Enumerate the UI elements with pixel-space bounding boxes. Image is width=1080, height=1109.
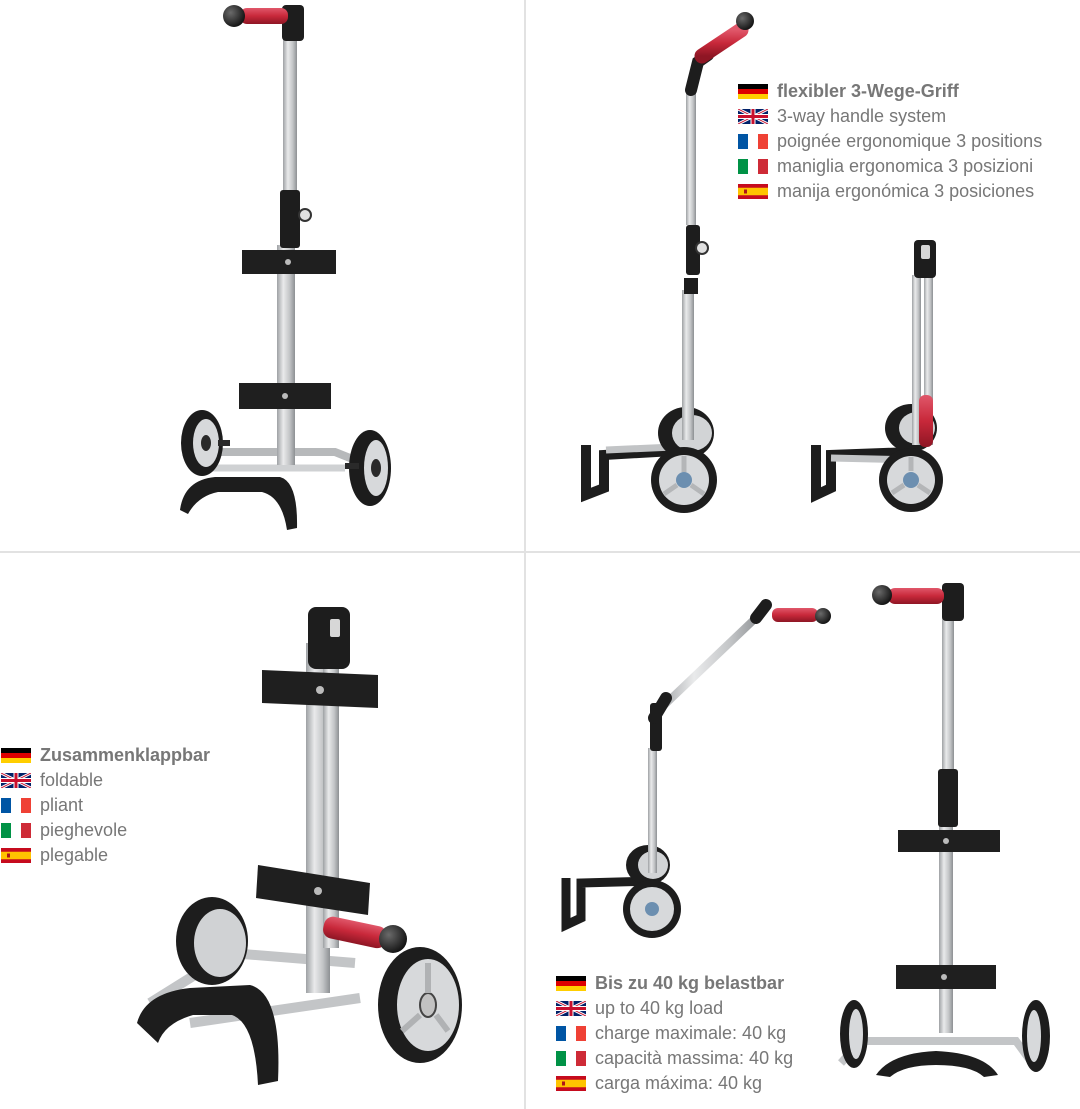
trolley-handle-side-views-image — [581, 12, 943, 513]
it-flag-icon — [1, 823, 31, 838]
feature-item: plegable — [1, 843, 210, 868]
uk-flag-icon — [1, 773, 31, 788]
feature-item: poignée ergonomique 3 positions — [738, 129, 1042, 154]
feature-text: foldable — [40, 770, 104, 790]
feature-text: up to 40 kg load — [595, 998, 724, 1018]
feature-text: Bis zu 40 kg belastbar — [595, 973, 785, 993]
de-flag-icon — [1, 748, 31, 763]
feature-item: pliant — [1, 793, 210, 818]
es-flag-icon — [738, 184, 768, 199]
feature-text: poignée ergonomique 3 positions — [777, 131, 1043, 151]
feature-item: maniglia ergonomica 3 posizioni — [738, 154, 1042, 179]
feature-text: Zusammenklappbar — [40, 745, 211, 765]
es-flag-icon — [1, 848, 31, 863]
feature-text: carga máxima: 40 kg — [595, 1073, 763, 1093]
fr-flag-icon — [556, 1026, 586, 1041]
feature-text: 3-way handle system — [777, 106, 947, 126]
it-flag-icon — [556, 1051, 586, 1066]
handle-feature-list: flexibler 3-Wege-Griff 3-way handle syste… — [738, 79, 1042, 204]
trolley-front-view-image — [180, 5, 391, 530]
feature-text: capacità massima: 40 kg — [595, 1048, 794, 1068]
feature-text: pieghevole — [40, 820, 128, 840]
de-flag-icon — [556, 976, 586, 991]
de-flag-icon — [738, 84, 768, 99]
feature-text: flexibler 3-Wege-Griff — [777, 81, 959, 101]
foldable-feature-list: Zusammenklappbar foldable pliant pieghevole… — [1, 743, 210, 868]
vertical-divider — [524, 0, 526, 1109]
feature-item: up to 40 kg load — [556, 996, 793, 1021]
feature-item: Zusammenklappbar — [1, 743, 210, 768]
horizontal-divider — [0, 551, 1080, 553]
load-feature-list: Bis zu 40 kg belastbar up to 40 kg load ch… — [556, 971, 793, 1096]
fr-flag-icon — [738, 134, 768, 149]
foldable-panel: Zusammenklappbar foldable pliant pieghevole… — [0, 553, 524, 1109]
fr-flag-icon — [1, 798, 31, 813]
feature-text: manija ergonómica 3 posiciones — [777, 181, 1035, 201]
feature-item: carga máxima: 40 kg — [556, 1071, 793, 1096]
feature-text: plegable — [40, 845, 109, 865]
uk-flag-icon — [738, 109, 768, 124]
trolley-folded-image — [137, 607, 462, 1085]
feature-item: pieghevole — [1, 818, 210, 843]
uk-flag-icon — [556, 1001, 586, 1016]
feature-text: maniglia ergonomica 3 posizioni — [777, 156, 1034, 176]
handle-positions-panel: flexibler 3-Wege-Griff 3-way handle syste… — [526, 0, 1080, 551]
feature-text: pliant — [40, 795, 84, 815]
feature-item: Bis zu 40 kg belastbar — [556, 971, 793, 996]
load-capacity-panel: Bis zu 40 kg belastbar up to 40 kg load ch… — [526, 553, 1080, 1109]
feature-item: flexibler 3-Wege-Griff — [738, 79, 1042, 104]
es-flag-icon — [556, 1076, 586, 1091]
feature-item: capacità massima: 40 kg — [556, 1046, 793, 1071]
feature-text: charge maximale: 40 kg — [595, 1023, 787, 1043]
feature-item: 3-way handle system — [738, 104, 1042, 129]
feature-item: foldable — [1, 768, 210, 793]
trolley-front-view-panel — [0, 0, 524, 551]
trolley-load-views-image — [561, 583, 1050, 1077]
feature-item: charge maximale: 40 kg — [556, 1021, 793, 1046]
feature-item: manija ergonómica 3 posiciones — [738, 179, 1042, 204]
it-flag-icon — [738, 159, 768, 174]
